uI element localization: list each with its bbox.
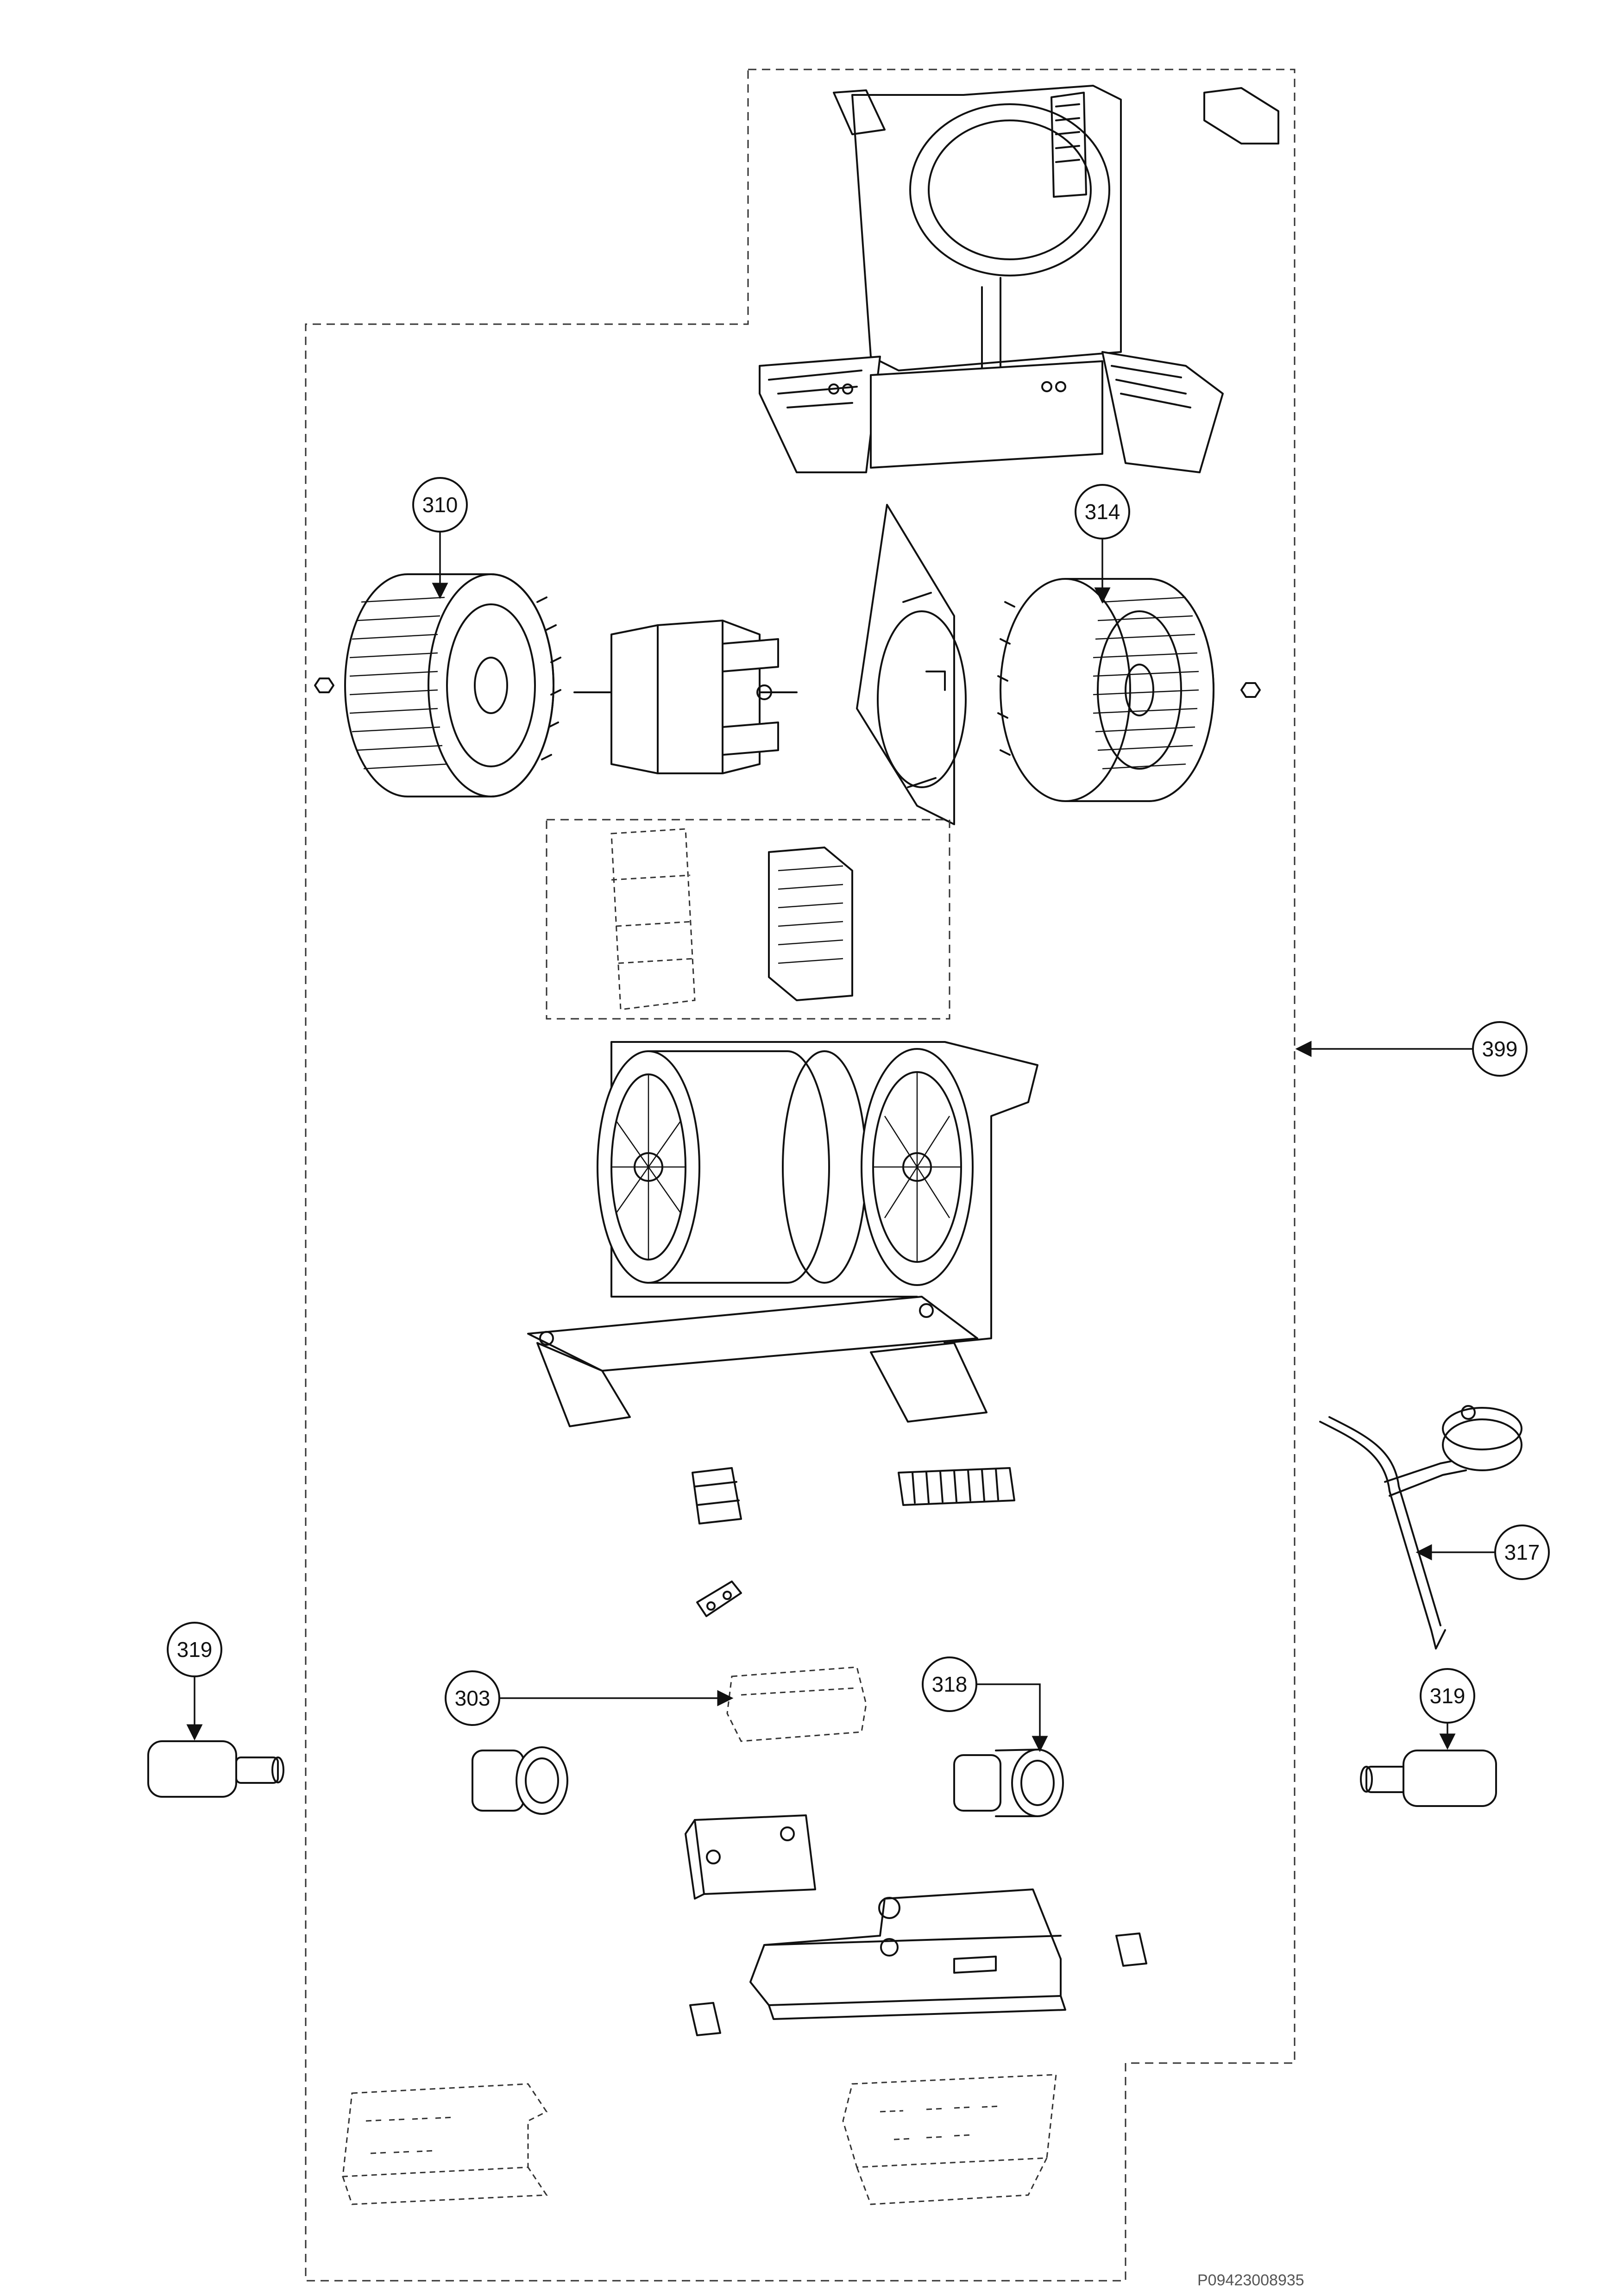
callout-319-left-label: 319: [177, 1637, 213, 1662]
callout-399-label: 399: [1482, 1037, 1518, 1061]
callout-318: 318: [922, 1656, 1048, 1752]
terminal-strip: [898, 1467, 1015, 1506]
impeller-right: [997, 578, 1214, 802]
top-housing: [759, 85, 1279, 473]
callout-317: 317: [1415, 1524, 1550, 1580]
bracket-left: [342, 2083, 548, 2205]
callout-310: 310: [412, 477, 468, 599]
callout-317-label: 317: [1504, 1540, 1540, 1564]
assembly-boundary: [305, 69, 1296, 2282]
callout-303-label: 303: [455, 1686, 491, 1710]
nut-left: [314, 678, 334, 693]
callout-319-left: 319: [167, 1622, 222, 1741]
callout-310-label: 310: [422, 493, 458, 517]
clip: [696, 1581, 742, 1617]
blower-housing: [527, 1041, 1038, 1427]
callout-318-label: 318: [932, 1672, 968, 1696]
knob-319-left: [147, 1740, 284, 1798]
callout-314: 314: [1075, 484, 1130, 604]
clip-small-left: [689, 2002, 721, 2036]
control-board: [726, 1666, 867, 1742]
control-panel-small: [685, 1814, 816, 1900]
impeller-left: [344, 573, 561, 797]
control-panel-large: [749, 1888, 1066, 2020]
drawing-code: P09423008935: [1197, 2271, 1304, 2289]
nut-right: [1240, 682, 1261, 698]
callout-319-right-label: 319: [1430, 1684, 1466, 1708]
clip-small-right: [1115, 1932, 1147, 1967]
knob-318: [953, 1749, 1064, 1817]
callout-303: 303: [445, 1670, 734, 1726]
callout-399: 399: [1295, 1021, 1528, 1077]
connector-small: [692, 1467, 742, 1524]
bracket-right: [842, 2074, 1057, 2205]
sensor-317: [1319, 1405, 1522, 1650]
knob-left: [472, 1746, 568, 1815]
motor: [573, 620, 798, 774]
knob-319-right: [1360, 1750, 1497, 1807]
separator-plate: [856, 504, 967, 825]
callout-314-label: 314: [1085, 500, 1120, 524]
capacitor-group: [546, 819, 950, 1020]
callout-319-right: 319: [1420, 1668, 1475, 1750]
